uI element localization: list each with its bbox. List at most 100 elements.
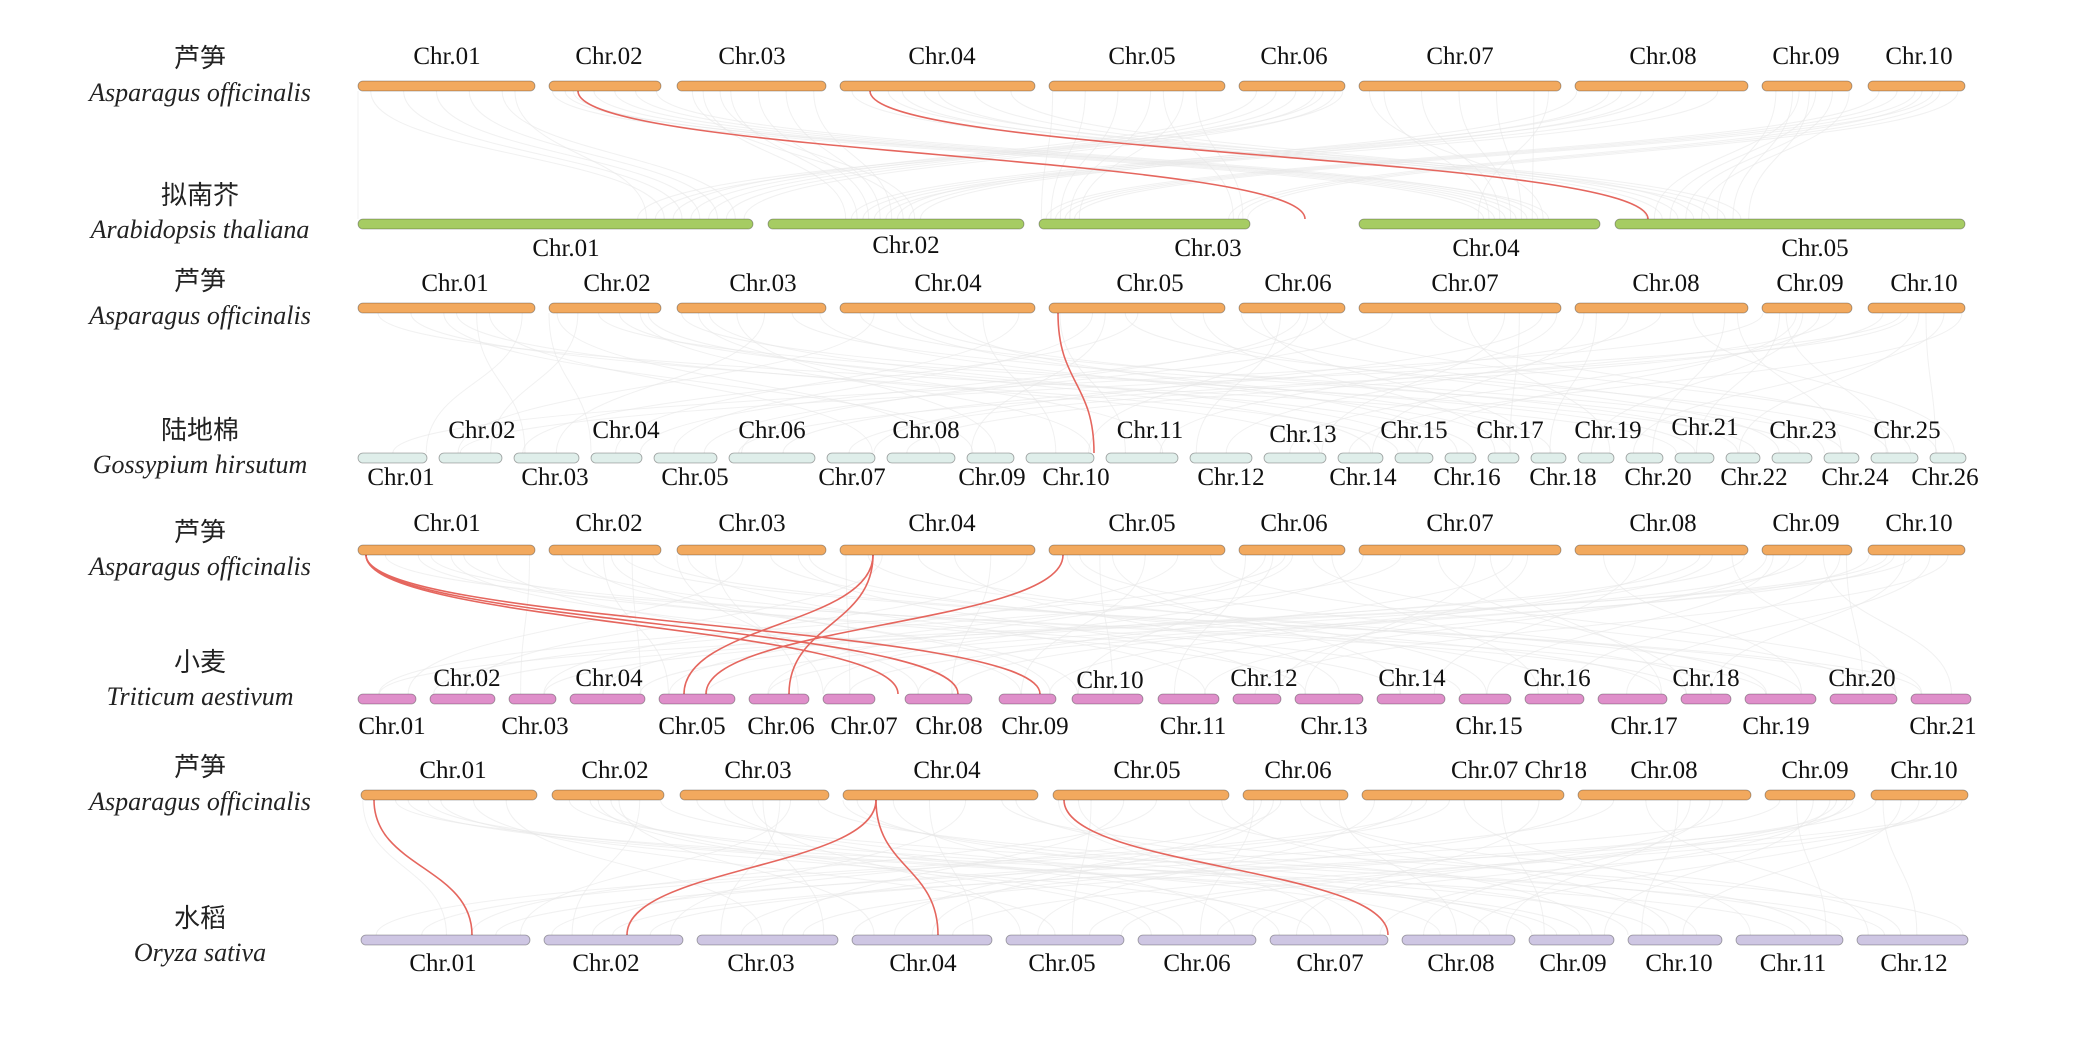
chromosome-bar-aspar2-1 — [357, 302, 536, 314]
chromosome-bar-aspar3-2 — [548, 544, 662, 556]
chromosome-label-cotton-9: Chr.09 — [958, 464, 1025, 491]
chromosome-bar-aspar4-1 — [360, 789, 538, 801]
chromosome-label-rice-11: Chr.11 — [1760, 950, 1826, 977]
chromosome-bar-aspar1-6 — [1238, 80, 1346, 92]
background-link — [1059, 90, 1119, 220]
background-link — [598, 312, 1756, 454]
background-link — [635, 90, 1528, 220]
background-link — [1822, 554, 1952, 695]
background-link — [668, 554, 1294, 695]
chromosome-bar-aspar2-5 — [1048, 302, 1226, 314]
background-link — [457, 312, 875, 454]
background-link — [1603, 799, 1814, 936]
background-link — [859, 312, 1843, 454]
chromosome-bar-aspar1-7 — [1358, 80, 1562, 92]
background-link — [1124, 312, 1889, 454]
chromosome-bar-aspar2-2 — [548, 302, 662, 314]
background-link — [1089, 799, 1837, 936]
chromosome-bar-aspar1-1 — [357, 80, 536, 92]
background-link — [1202, 312, 1496, 454]
chromosome-label-wheat-12: Chr.12 — [1230, 665, 1297, 692]
background-link — [813, 90, 893, 220]
background-link — [551, 90, 1485, 220]
chromosome-bar-cotton-18 — [1530, 452, 1567, 464]
background-link — [1716, 90, 1777, 220]
background-link — [1626, 554, 1931, 695]
background-link — [1645, 799, 1869, 936]
background-link — [1112, 554, 1402, 695]
chromosome-label-cotton-14: Chr.14 — [1329, 464, 1397, 491]
background-link — [738, 312, 1909, 454]
background-link — [1099, 554, 1114, 695]
background-link — [672, 90, 1257, 220]
chromosome-label-wheat-8: Chr.08 — [915, 713, 982, 740]
chromosome-bar-rice-10 — [1627, 934, 1723, 946]
chromosome-label-wheat-19: Chr.19 — [1742, 713, 1809, 740]
background-link — [612, 799, 1963, 936]
chromosome-bar-aspar2-4 — [839, 302, 1036, 314]
background-link — [1188, 799, 1812, 936]
chromosome-bar-rice-6 — [1137, 934, 1257, 946]
chromosome-bar-cotton-4 — [590, 452, 643, 464]
background-link — [1653, 90, 1800, 220]
background-link — [417, 554, 1401, 695]
chromosome-bar-rice-7 — [1269, 934, 1389, 946]
background-link — [1074, 90, 1934, 220]
species-label-asparagus-2: 芦笋 Asparagus officinalis — [50, 265, 350, 333]
background-link — [520, 554, 531, 695]
background-link — [762, 799, 825, 936]
species-chinese-name: 芦笋 — [173, 753, 226, 783]
background-link — [1785, 312, 1887, 454]
chromosome-label-cotton-20: Chr.20 — [1624, 464, 1691, 491]
background-link — [1020, 554, 1146, 695]
background-link — [572, 90, 1495, 220]
chromosome-bar-cotton-23 — [1771, 452, 1813, 464]
species-label-rice: 水稻 Oryza sativa — [50, 902, 350, 970]
background-link — [1466, 312, 1611, 454]
background-link — [853, 799, 1583, 936]
chromosome-bar-wheat-9 — [998, 693, 1057, 705]
background-link — [370, 90, 665, 220]
chromosome-label-aspar2-3: Chr.03 — [729, 270, 796, 297]
background-link — [375, 799, 1428, 936]
chromosome-bar-rice-1 — [360, 934, 531, 946]
chromosome-bar-aspar2-8 — [1574, 302, 1749, 314]
background-link — [571, 799, 641, 936]
background-link — [1531, 90, 1535, 220]
background-link — [1486, 554, 1774, 695]
background-link — [703, 312, 1393, 454]
background-link — [551, 799, 1615, 936]
background-link — [1049, 554, 1669, 695]
background-link — [407, 554, 744, 695]
chromosome-label-cotton-22: Chr.22 — [1720, 464, 1787, 491]
background-link — [556, 312, 941, 454]
chromosome-bar-rice-9 — [1528, 934, 1615, 946]
chromosome-bars — [357, 80, 1972, 946]
chromosome-bar-wheat-15 — [1458, 693, 1512, 705]
chromosome-label-aspar2-10: Chr.10 — [1890, 270, 1957, 297]
synteny-link-12 — [875, 799, 939, 936]
background-link — [1420, 90, 1501, 220]
species-latin-name: Asparagus officinalis — [89, 552, 311, 581]
background-link — [589, 799, 1441, 936]
chromosome-label-aspar4-4: Chr.04 — [913, 757, 981, 784]
species-label-asparagus-4: 芦笋 Asparagus officinalis — [50, 751, 350, 819]
background-link — [1069, 90, 1152, 220]
background-link — [591, 799, 1282, 936]
chromosome-label-aspar3-3: Chr.03 — [718, 510, 785, 537]
chromosome-label-cotton-16: Chr.16 — [1433, 464, 1500, 491]
chromosome-label-cotton-13: Chr.13 — [1269, 421, 1336, 448]
background-link — [791, 312, 1801, 454]
background-link — [1221, 799, 1593, 936]
background-link — [917, 554, 1712, 695]
background-link — [1685, 90, 1834, 220]
synteny-link-10 — [373, 799, 473, 936]
background-link — [1079, 554, 1768, 695]
background-link — [505, 799, 763, 936]
background-link — [407, 799, 1558, 936]
background-link — [468, 90, 718, 220]
chromosome-label-wheat-11: Chr.11 — [1160, 713, 1226, 740]
chromosome-bar-aspar4-10 — [1870, 789, 1969, 801]
